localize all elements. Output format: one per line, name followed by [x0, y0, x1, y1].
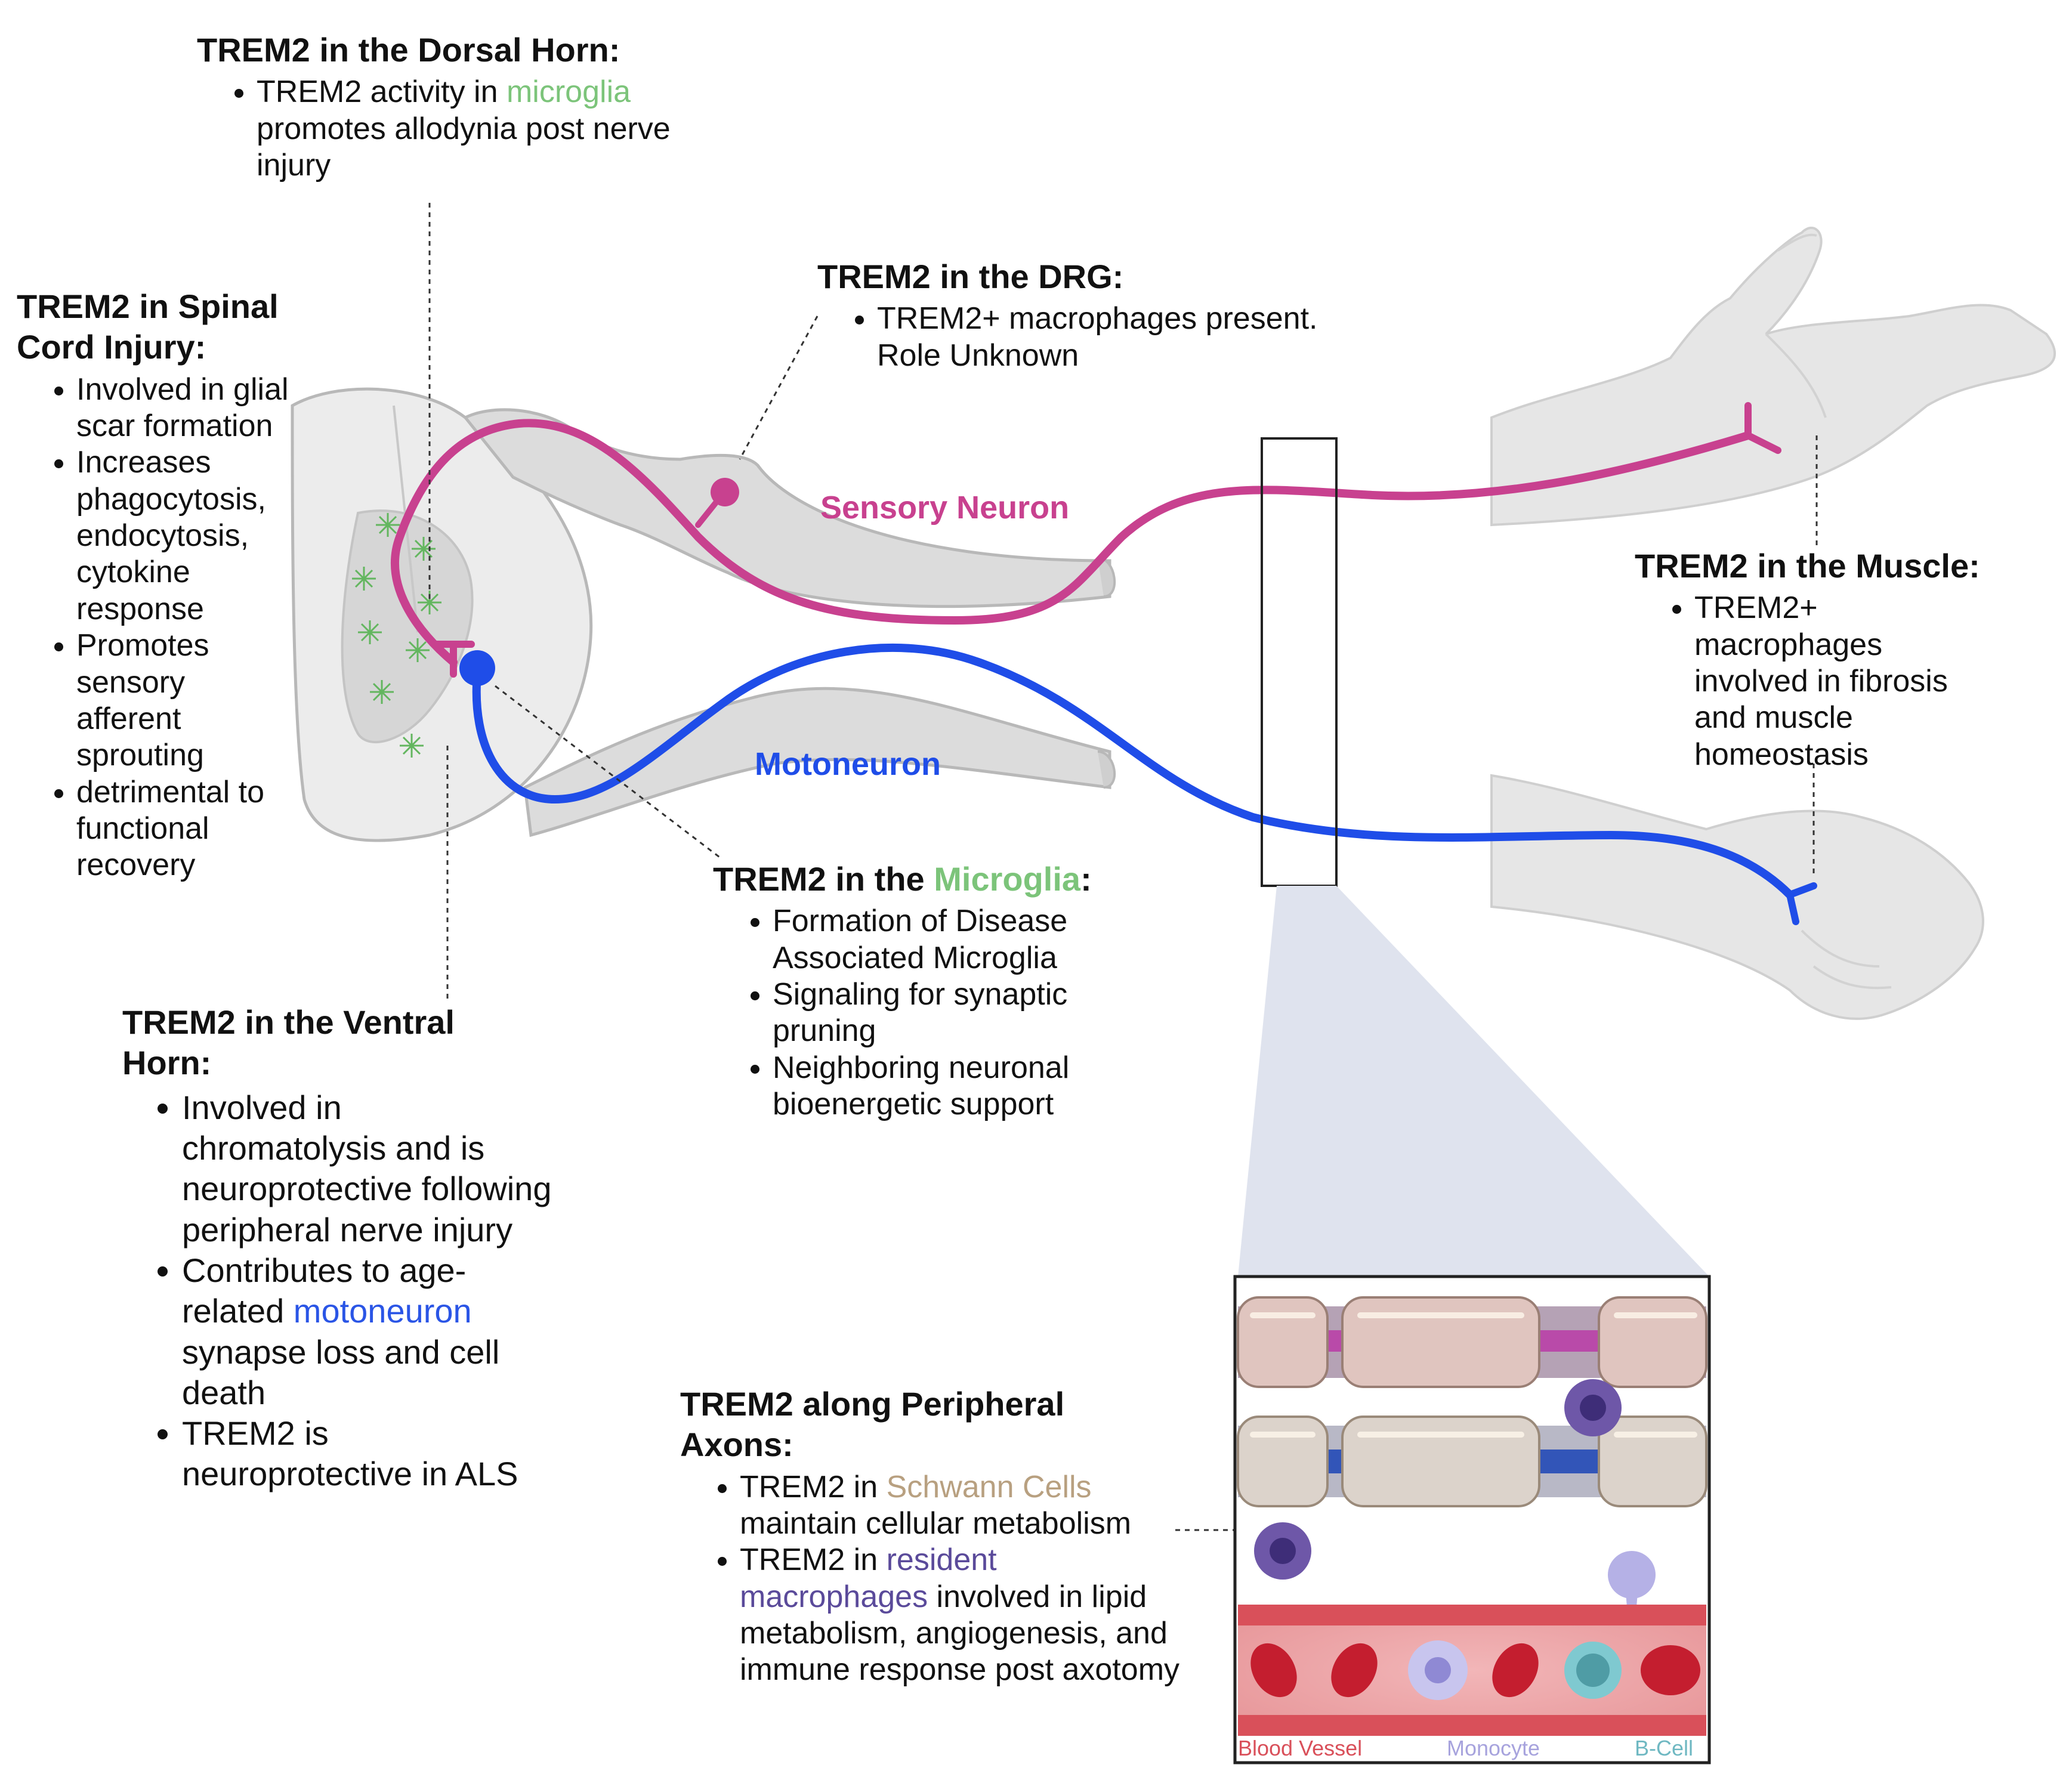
b-cell-label: B-Cell — [1635, 1736, 1694, 1760]
sci-bullet-2: Increases phagocytosis, endocytosis, cyt… — [76, 444, 291, 628]
blood-vessel-label: Blood Vessel — [1238, 1736, 1363, 1760]
leader-lines — [428, 203, 1818, 1531]
motoneuron-cell-body — [459, 650, 495, 686]
microglia-cells — [352, 513, 441, 758]
muscle-title: TREM2 in the Muscle: — [1635, 547, 1980, 585]
sci-bullet-3: Promotes sensory afferent sprouting — [76, 628, 291, 774]
resident-macrophage-icon — [1254, 1522, 1311, 1580]
dorsal-horn-bullet: TREM2 activity in microglia promotes all… — [257, 74, 734, 184]
dorsal-horn-block: TREM2 in the Dorsal Horn: TREM2 activity… — [197, 30, 734, 184]
microglia-block: TREM2 in the Microglia: Formation of Dis… — [713, 859, 1160, 1123]
lower-hand-illustration — [1490, 774, 1984, 1020]
microglia-title: TREM2 in the Microglia: — [713, 860, 1092, 898]
drg-title: TREM2 in the DRG: — [817, 258, 1124, 295]
sci-title: TREM2 in Spinal Cord Injury: — [17, 288, 279, 366]
motor-terminal — [1786, 882, 1817, 925]
ventral-horn-bullet-1: Involved in chromatolysis and is neuropr… — [182, 1087, 552, 1250]
sci-bullet-1: Involved in glial scar formation — [76, 372, 291, 445]
peripheral-axons-title: TREM2 along Peripheral Axons: — [680, 1385, 1065, 1464]
peripheral-axons-block: TREM2 along Peripheral Axons: TREM2 in S… — [680, 1384, 1181, 1689]
monocyte-icon — [1408, 1640, 1468, 1700]
sci-bullet-4: detrimental to functional recovery — [76, 774, 291, 884]
microglia-bullet-3: Neighboring neuronal bioenergetic suppor… — [773, 1050, 1160, 1123]
blood-vessel — [1238, 1605, 1706, 1736]
muscle-block: TREM2 in the Muscle: TREM2+ macrophages … — [1635, 546, 1993, 773]
dorsal-horn-title: TREM2 in the Dorsal Horn: — [197, 31, 620, 69]
sensory-neuron-label: Sensory Neuron — [820, 490, 1070, 526]
ventral-horn-bullet-3: TREM2 is neuroprotective in ALS — [182, 1413, 552, 1495]
inset-panel — [1233, 1275, 1711, 1764]
ventral-horn-title: TREM2 in the Ventral Horn: — [122, 1003, 455, 1082]
motoneuron-label: Motoneuron — [755, 746, 941, 782]
upper-hand-illustration — [1490, 227, 2056, 527]
sensory-neuron-cell — [695, 478, 739, 528]
motoneuron-axon — [472, 643, 1794, 899]
microglia-bullet-1: Formation of Disease Associated Microgli… — [773, 903, 1160, 976]
spinal-cord-injury-block: TREM2 in Spinal Cord Injury: Involved in… — [17, 286, 291, 884]
drg-bullet: TREM2+ macrophages present. Role Unknown — [877, 301, 1354, 374]
drg-block: TREM2 in the DRG: TREM2+ macrophages pre… — [817, 256, 1354, 374]
ventral-horn-bullet-2: Contributes to age-related motoneuron sy… — [182, 1250, 552, 1413]
sensory-terminal — [432, 402, 1781, 678]
microglia-bullet-2: Signaling for synaptic pruning — [773, 976, 1160, 1050]
zoom-projection — [1238, 886, 1709, 1277]
muscle-bullet: TREM2+ macrophages involved in fibrosis … — [1694, 590, 1993, 773]
nerve-roots — [463, 408, 1116, 837]
peripheral-axons-bullet-1: TREM2 in Schwann Cells maintain cellular… — [740, 1469, 1181, 1543]
ventral-horn-block: TREM2 in the Ventral Horn: Involved in c… — [122, 1002, 552, 1495]
peripheral-axons-bullet-2: TREM2 in resident macrophages involved i… — [740, 1542, 1181, 1688]
b-cell-icon — [1564, 1642, 1622, 1699]
sensory-neuron-axon — [391, 419, 1752, 666]
resident-macrophage-icon — [1564, 1379, 1622, 1436]
monocyte-label: Monocyte — [1447, 1736, 1540, 1760]
